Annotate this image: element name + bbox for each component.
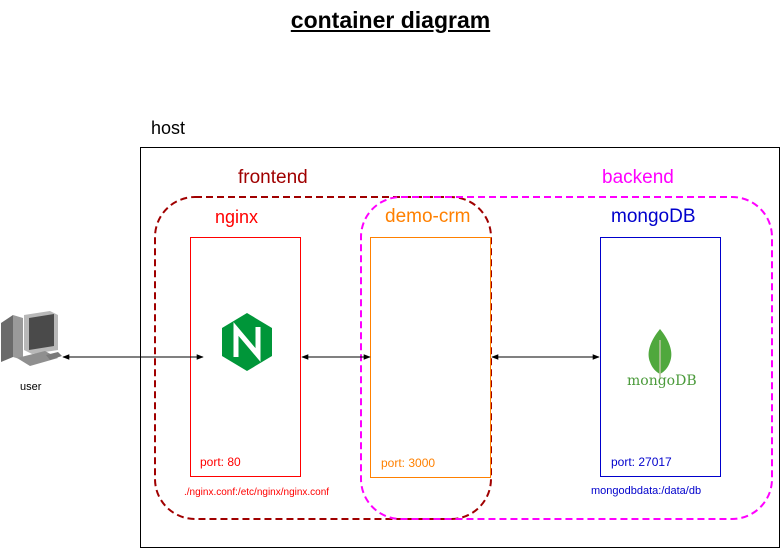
mongodb-volume-label: mongodbdata:/data/db (591, 485, 702, 497)
nginx-logo-icon (222, 313, 272, 371)
mongodb-container-label: mongoDB (611, 206, 696, 227)
nginx-container-label: nginx (215, 207, 259, 227)
nginx-port-label: port: 80 (200, 455, 241, 469)
backend-group-boundary (360, 196, 773, 520)
demo-crm-container-label: demo-crm (385, 206, 471, 227)
mongodb-container-box (600, 237, 721, 477)
nginx-volume-label: ./nginx.conf:/etc/nginx/nginx.conf (184, 487, 330, 498)
frontend-group-label: frontend (238, 167, 308, 188)
mongodb-leaf-icon (648, 329, 672, 378)
host-label: host (151, 118, 186, 138)
frontend-group-boundary (154, 196, 492, 520)
diagram-title: container diagram (290, 7, 491, 33)
mongodb-port-label: port: 27017 (611, 455, 672, 469)
user-label: user (20, 381, 42, 393)
backend-group-label: backend (602, 167, 674, 188)
demo-crm-port-label: port: 3000 (381, 456, 436, 470)
demo-crm-container-box (370, 237, 491, 478)
desktop-computer-icon (1, 311, 62, 366)
mongodb-logo-text: mongoDB (627, 373, 697, 389)
